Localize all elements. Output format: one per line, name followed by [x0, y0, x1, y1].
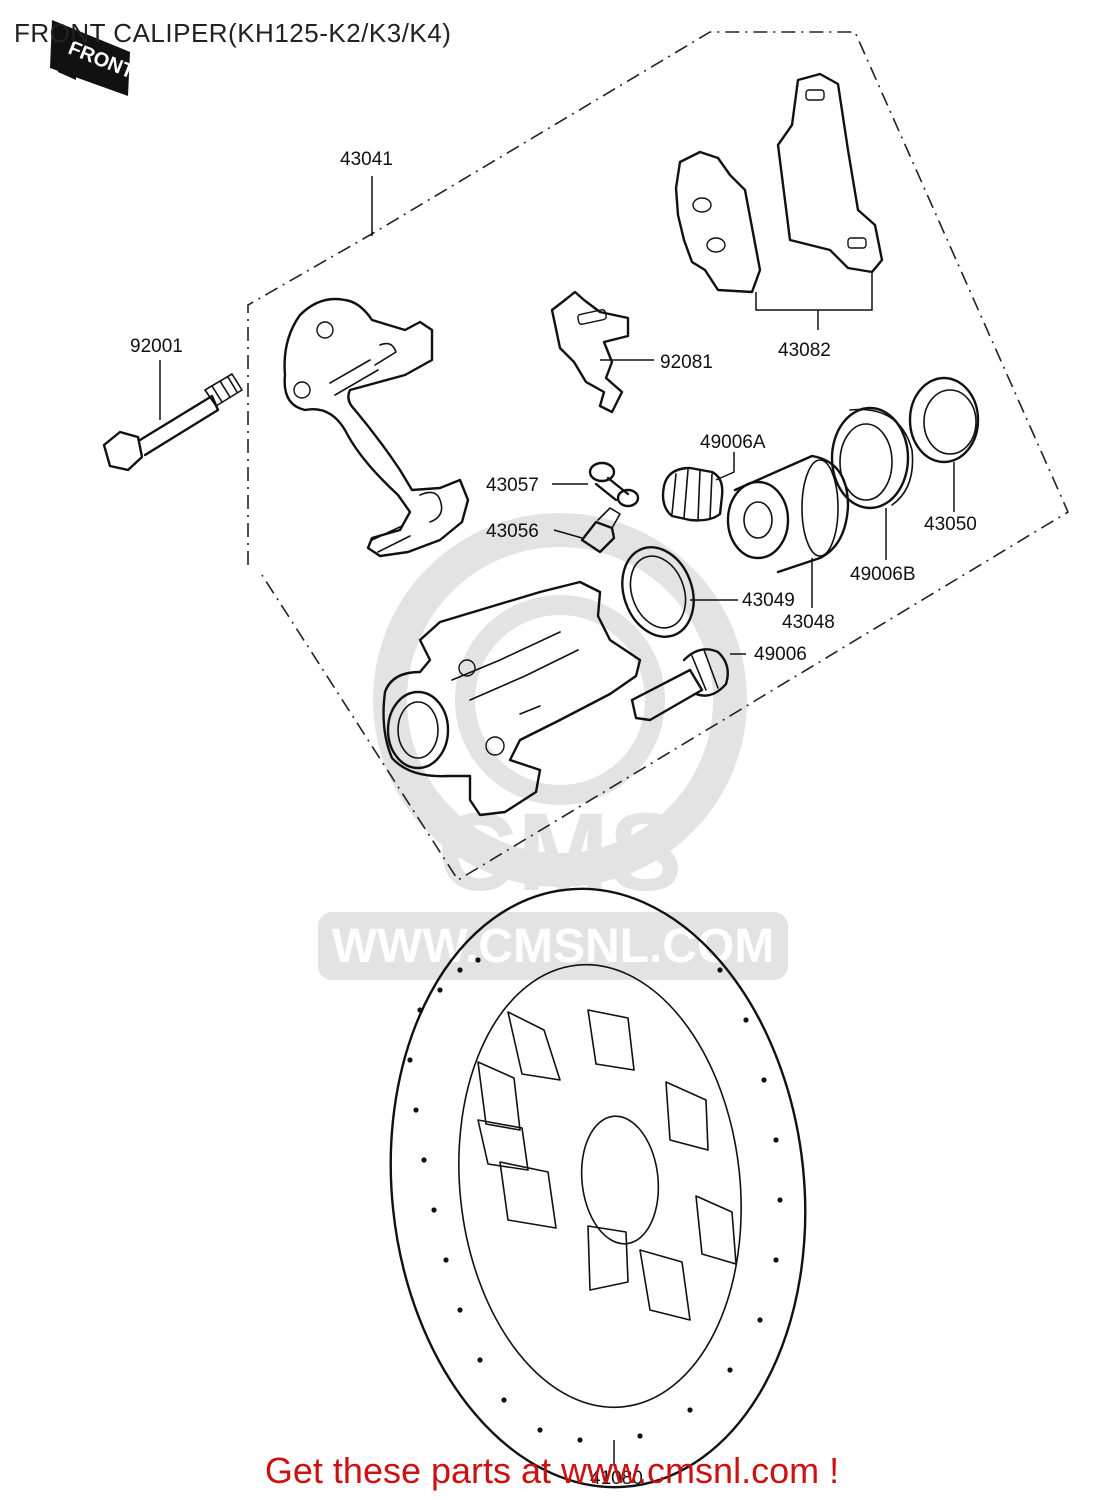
front-arrow-icon: FRONT — [50, 20, 137, 96]
label-43057: 43057 — [486, 475, 539, 496]
boot-49006A — [661, 466, 724, 522]
bolt-92001 — [102, 373, 243, 472]
dust-seal-43050 — [908, 376, 980, 464]
piston-43048 — [726, 454, 850, 574]
caliper-body — [382, 580, 642, 817]
assembly-boundary — [247, 31, 1070, 882]
label-43050: 43050 — [924, 514, 977, 535]
slide-pin-49006 — [630, 648, 729, 722]
seal-49006B — [830, 406, 914, 510]
brake-disc-41080 — [389, 887, 807, 1489]
leader-lines — [159, 176, 955, 1466]
label-43048: 43048 — [782, 612, 835, 633]
watermark-brand: CMS — [438, 791, 682, 914]
o-ring-43049 — [621, 546, 695, 638]
label-49006A: 49006A — [700, 432, 766, 453]
part-labels: 43041 92001 92081 43082 49006A 43057 430… — [130, 149, 977, 1489]
bleeder-valve-43056 — [580, 507, 621, 554]
label-43041: 43041 — [340, 149, 393, 170]
brake-pads — [674, 72, 884, 294]
label-41080: 41080 — [590, 1468, 643, 1489]
cmsnl-watermark: CMS WWW.CMSNL.COM — [318, 513, 788, 980]
bleeder-cap-43057 — [588, 461, 640, 508]
watermark-site: WWW.CMSNL.COM — [332, 920, 775, 973]
caliper-bracket — [283, 297, 470, 558]
label-43049: 43049 — [742, 590, 795, 611]
label-92081: 92081 — [660, 352, 713, 373]
label-49006B: 49006B — [850, 564, 916, 585]
pad-spring-92081 — [550, 290, 630, 414]
label-43056: 43056 — [486, 521, 539, 542]
footer-promo-link[interactable]: Get these parts at www.cmsnl.com ! — [264, 1450, 840, 1491]
diagram-title: FRONT CALIPER(KH125-K2/K3/K4) — [14, 18, 452, 48]
label-43082: 43082 — [778, 340, 831, 361]
label-92001: 92001 — [130, 336, 183, 357]
label-49006: 49006 — [754, 644, 807, 665]
